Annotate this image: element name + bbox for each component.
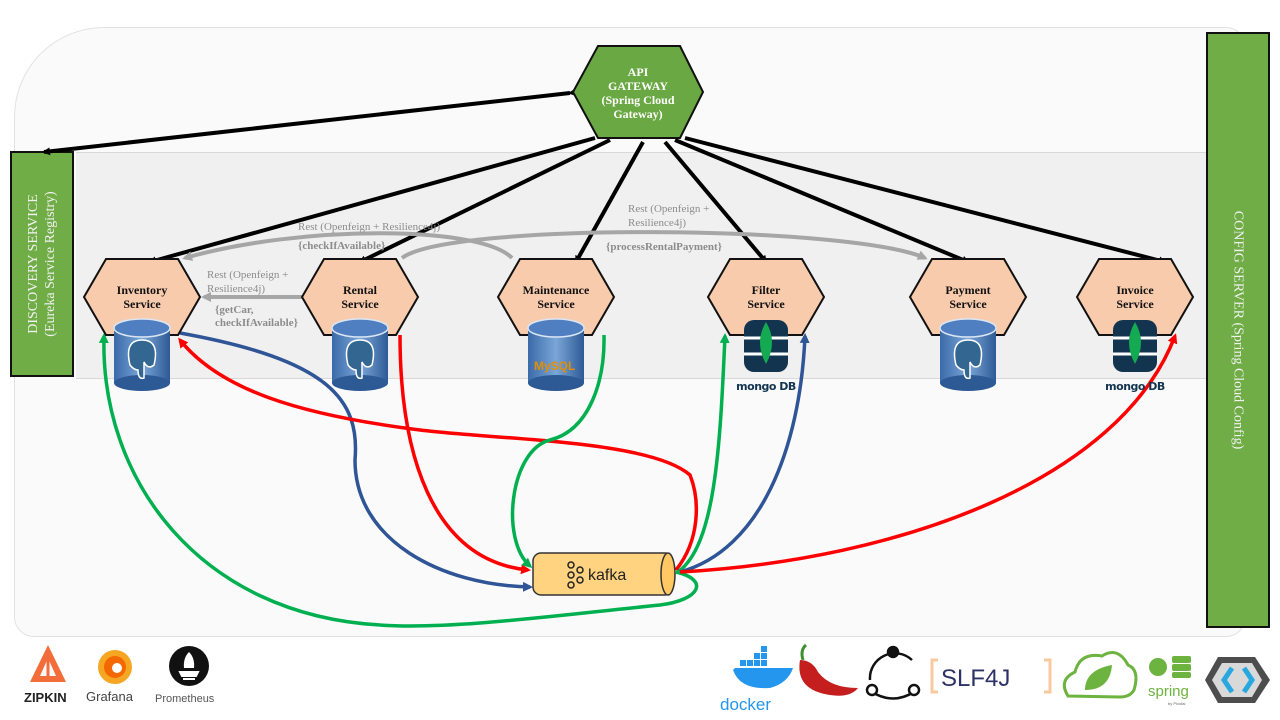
service-name-line1: Invoice [1116,283,1154,297]
gateway-line4: Gateway) [613,107,662,121]
edge-gateway-discovery [42,88,577,156]
edge-kafka-filter-blue [679,333,810,574]
keycloak-logo [1205,657,1270,703]
service-name-line2: Service [123,297,161,311]
gateway-line3: (Spring Cloud [601,93,674,107]
edge-maintenance-kafka-green [510,334,606,568]
discovery-service-box[interactable]: DISCOVERY SERVICE (Eureka Service Regist… [10,151,74,377]
edge-gateway-invoice [684,136,1167,265]
gateway-line1: API [628,65,649,79]
edge-kafka-invoice-red [679,333,1178,574]
mysql-db-icon: MySQL [527,318,585,391]
service-name-line2: Service [949,297,987,311]
edge-rental-payment [400,230,928,260]
docker-text: docker [720,695,771,714]
edge-gateway-maintenance [574,141,645,264]
service-name-line2: Service [341,297,379,311]
grafana-text: Grafana [86,689,134,704]
zipkin-logo: ZIPKIN [24,645,67,705]
grafana-logo: Grafana [86,650,134,704]
spring-logo: spring by Pivotal [1148,656,1191,706]
edge-inventory-kafka-blue [179,331,533,592]
slf4j-text: SLF4J [941,665,1010,692]
service-hexagon [496,258,616,336]
edge-rental-kafka-red [398,334,531,575]
postgresql-db-icon [331,318,389,391]
service-name-line2: Service [537,297,575,311]
service-name-line2: Service [747,297,785,311]
service-hexagon [300,258,420,336]
postgresql-elephant-icon [345,339,375,380]
prometheus-text: Prometheus [155,693,215,705]
service-name-line1: Inventory [117,283,168,297]
postgresql-db-icon [939,318,997,391]
config-server-box[interactable]: CONFIG SERVER (Spring Cloud Config) [1206,32,1270,628]
annotation-maint-inventory-method: {checkIfAvailable} [298,240,385,252]
annotation-rental-inventory-method1: {getCar, [215,304,254,316]
annotation-rental-payment-protocol1: Rest (Openfeign + [628,203,709,215]
edge-kafka-inventory-green [98,333,699,628]
edge-kafka-filter-green [676,333,730,574]
service-hexagon [706,258,826,336]
postgresql-db-icon [113,318,171,391]
service-name-line2: Service [1116,297,1154,311]
service-name-line1: Rental [343,283,378,297]
mongodb-label: mongo DB [1105,380,1165,393]
postgresql-elephant-icon [127,339,157,380]
edge-gateway-rental [358,138,611,264]
prometheus-logo: Prometheus [155,646,215,705]
annotation-maint-inventory-protocol: Rest (Openfeign + Resilience4j) [298,221,440,233]
annotation-rental-inventory-protocol1: Rest (Openfeign + [207,269,288,281]
mongodb-icon: mongo DB [1105,320,1165,393]
zipkin-text: ZIPKIN [24,690,67,705]
gateway-line2: GATEWAY [608,79,668,93]
edge-maintenance-inventory [182,231,514,261]
spring-cloud-logo [1062,651,1138,699]
mongodb-icon: mongo DB [736,320,796,393]
slf4j-logo: SLF4J [930,658,1052,694]
mongodb-label: mongo DB [736,380,796,393]
spring-text: spring [1148,683,1189,700]
service-hexagon [908,258,1028,336]
mysql-label: MySQL [534,359,575,373]
edge-gateway-payment [674,138,970,264]
postgresql-elephant-icon [953,339,983,380]
kafka-broker[interactable]: kafka [532,552,676,596]
edge-kafka-inventory-red [178,337,699,572]
service-hexagon [1075,258,1195,336]
kafka-icon [567,561,584,589]
edge-gateway-filter [663,140,768,264]
service-name-line1: Payment [945,283,990,297]
docker-logo: docker [720,646,793,714]
network-logo [865,645,921,700]
service-hexagon [82,258,202,336]
chili-logo [799,643,858,696]
pivotal-text: by Pivotal [1168,701,1185,706]
annotation-rental-payment-protocol2: Resilience4j) [628,217,686,229]
service-name-line1: Filter [752,283,781,297]
annotation-rental-inventory-method2: checkIfAvailable} [215,317,298,329]
annotation-rental-inventory-protocol2: Resilience4j) [207,283,265,295]
kafka-label: kafka [588,567,626,584]
services-band [76,152,1206,379]
api-gateway-node[interactable]: API GATEWAY (Spring Cloud Gateway) [571,45,705,139]
annotation-rental-payment-method: {processRentalPayment} [606,241,722,253]
edge-gateway-inventory [148,136,596,265]
service-name-line1: Maintenance [523,283,590,297]
